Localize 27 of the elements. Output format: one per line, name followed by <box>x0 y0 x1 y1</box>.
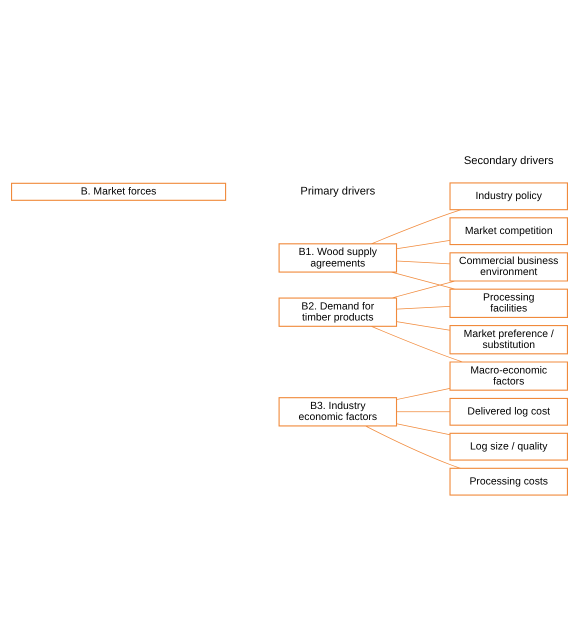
connector <box>396 260 450 264</box>
node-box: B3. Industry economic factors <box>278 397 398 426</box>
node-box: Macro-economic factors <box>449 361 568 391</box>
node-box: B2. Demand for timber products <box>278 298 398 327</box>
connector <box>396 306 450 310</box>
label: Secondary drivers <box>464 154 554 167</box>
label: Primary drivers <box>300 185 376 198</box>
node-box: B1. Wood supply agreements <box>278 243 398 273</box>
node-box: Market competition <box>449 217 568 246</box>
node-box: Processing facilities <box>449 288 568 318</box>
node-box: Delivered log cost <box>449 398 568 426</box>
node-box: Commercial business environment <box>449 252 568 282</box>
node-box: Industry policy <box>449 182 568 210</box>
connector <box>365 426 461 469</box>
connector <box>396 388 450 400</box>
connector <box>396 321 450 331</box>
connector <box>396 423 450 436</box>
connector <box>391 272 456 290</box>
connector <box>396 411 450 412</box>
node-box: Market preference / substitution <box>449 325 568 354</box>
connector <box>391 280 456 298</box>
node-box: B. Market forces <box>11 182 226 201</box>
node-box: Log size / quality <box>449 432 568 461</box>
connector <box>371 209 462 244</box>
connector <box>371 326 463 362</box>
node-box: Processing costs <box>449 468 568 496</box>
connector <box>396 240 450 250</box>
